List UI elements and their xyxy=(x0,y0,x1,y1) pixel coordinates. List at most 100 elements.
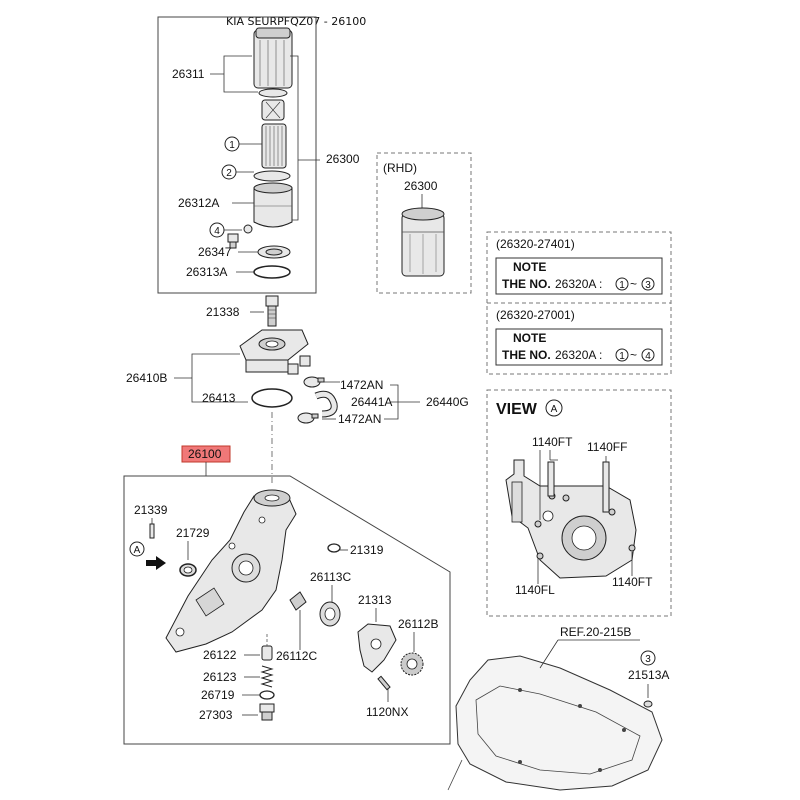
rhd-label: (RHD) xyxy=(383,161,417,175)
drain-washer[interactable] xyxy=(243,224,253,234)
washer-26719[interactable] xyxy=(259,690,275,700)
rhd-part-label: 26300 xyxy=(404,179,438,193)
label-26312A: 26312A xyxy=(178,196,219,210)
label-26347: 26347 xyxy=(198,245,232,259)
note-2-part: 26320A : xyxy=(555,348,602,362)
label-26410B: 26410B xyxy=(126,371,167,385)
relief-plunger-26122[interactable] xyxy=(261,634,273,661)
label-21319: 21319 xyxy=(350,543,384,557)
callout-3-text: 3 xyxy=(645,654,651,665)
bolt-1140FF xyxy=(602,461,610,513)
label-ref[interactable]: REF.20-215B xyxy=(560,625,631,639)
hose-clamp-1472AN-bottom[interactable] xyxy=(297,412,319,424)
note-2: (26320-27001) NOTE THE NO. 26320A : 1 ~ … xyxy=(495,308,663,366)
oil-pump-body-26100[interactable] xyxy=(165,489,297,653)
note-2-range: (26320-27001) xyxy=(496,308,575,322)
view-label-1140FT-bottom: 1140FT xyxy=(612,575,653,589)
cap-o-ring[interactable] xyxy=(258,88,288,98)
label-26413: 26413 xyxy=(202,391,236,405)
diagram-title: KIA SEURPFQZ07 - 26100 xyxy=(226,15,366,28)
label-26441A: 26441A xyxy=(351,395,392,409)
note-1-tilde: ~ xyxy=(630,277,637,291)
label-21729: 21729 xyxy=(176,526,210,540)
drain-plug-21513A[interactable] xyxy=(643,700,653,708)
fitting-21338[interactable] xyxy=(265,295,279,327)
view-a-arrow-text: A xyxy=(134,545,141,556)
oil-filter-assembly-frame xyxy=(157,16,317,294)
callout-2-text: 2 xyxy=(226,168,232,179)
note-2-the-no: THE NO. xyxy=(502,348,551,362)
label-26719: 26719 xyxy=(201,688,235,702)
note-1-to: 3 xyxy=(645,280,651,291)
note-2-to: 4 xyxy=(645,351,651,362)
note-2-tilde: ~ xyxy=(630,348,637,362)
label-26112B: 26112B xyxy=(398,617,438,631)
label-26122: 26122 xyxy=(203,648,237,662)
view-a-title: VIEW xyxy=(496,401,538,418)
label-26311: 26311 xyxy=(172,67,205,81)
note-1: (26320-27401) NOTE THE NO. 26320A : 1 ~ … xyxy=(495,237,663,295)
view-a-pump-drawing xyxy=(505,459,637,579)
sprocket-26112B[interactable] xyxy=(400,652,424,676)
o-ring-26313A[interactable] xyxy=(253,265,291,279)
label-26113C: 26113C xyxy=(310,570,351,584)
view-a-frame xyxy=(486,389,672,617)
bolt-1140FT-top xyxy=(547,461,555,497)
callout-4-text: 4 xyxy=(214,226,220,237)
outer-rotor-26113C[interactable] xyxy=(319,601,341,627)
gasket-26413[interactable] xyxy=(251,388,293,408)
o-ring-21319[interactable] xyxy=(327,543,341,553)
filter-seal-ring[interactable] xyxy=(253,170,291,182)
oil-pan-reference xyxy=(447,655,663,791)
filter-inner-cage[interactable] xyxy=(261,99,285,121)
note-1-title: NOTE xyxy=(513,260,546,274)
hose-clamp-1472AN-top[interactable] xyxy=(303,376,325,388)
label-21338: 21338 xyxy=(206,305,240,319)
label-26313A: 26313A xyxy=(186,265,227,279)
view-a-arrow xyxy=(146,556,166,570)
inner-rotor-26112C[interactable] xyxy=(289,591,307,611)
note-1-from: 1 xyxy=(619,280,625,291)
relief-spring-26123[interactable] xyxy=(260,665,274,688)
pump-cover-21313[interactable] xyxy=(357,623,397,673)
label-21513A: 21513A xyxy=(628,668,669,682)
label-1472AN-bottom: 1472AN xyxy=(338,412,381,426)
label-27303: 27303 xyxy=(199,708,233,722)
label-26100: 26100 xyxy=(188,447,222,461)
plug-27303[interactable] xyxy=(259,703,275,721)
note-1-part: 26320A : xyxy=(555,277,602,291)
label-26300: 26300 xyxy=(326,152,360,166)
oil-pump-frame xyxy=(123,475,451,745)
filter-housing-26312A[interactable] xyxy=(253,182,293,228)
view-a-circle xyxy=(545,399,563,417)
view-label-1140FL: 1140FL xyxy=(515,583,555,597)
dowel-pin-21339[interactable] xyxy=(149,523,155,539)
filter-element[interactable] xyxy=(261,123,287,169)
label-26440G: 26440G xyxy=(426,395,469,409)
view-label-1140FF: 1140FF xyxy=(587,440,627,454)
bolt-1120NX[interactable] xyxy=(377,675,391,691)
view-label-1140FT-top: 1140FT xyxy=(532,435,573,449)
label-1472AN-top: 1472AN xyxy=(340,378,383,392)
note-1-the-no: THE NO. xyxy=(502,277,551,291)
oil-cooler-26410B[interactable] xyxy=(239,329,311,375)
drain-plug-26347[interactable] xyxy=(227,233,239,249)
label-26123: 26123 xyxy=(203,670,237,684)
label-26112C: 26112C xyxy=(276,649,317,663)
callout-1-text: 1 xyxy=(229,140,235,151)
note-2-title: NOTE xyxy=(513,331,546,345)
rhd-oil-filter[interactable] xyxy=(401,207,445,277)
note-1-range: (26320-27401) xyxy=(496,237,575,251)
rhd-frame xyxy=(376,152,472,294)
callout-3 xyxy=(640,650,656,666)
filter-cap-26311[interactable] xyxy=(253,27,293,89)
view-a-arrow-circle xyxy=(129,541,145,557)
view-a-letter: A xyxy=(551,404,558,415)
label-21313: 21313 xyxy=(358,593,392,607)
label-21339: 21339 xyxy=(134,503,168,517)
seal-inner xyxy=(265,248,283,256)
note-2-from: 1 xyxy=(619,351,625,362)
hose-26441A[interactable] xyxy=(314,390,338,418)
label-1120NX: 1120NX xyxy=(366,705,408,719)
